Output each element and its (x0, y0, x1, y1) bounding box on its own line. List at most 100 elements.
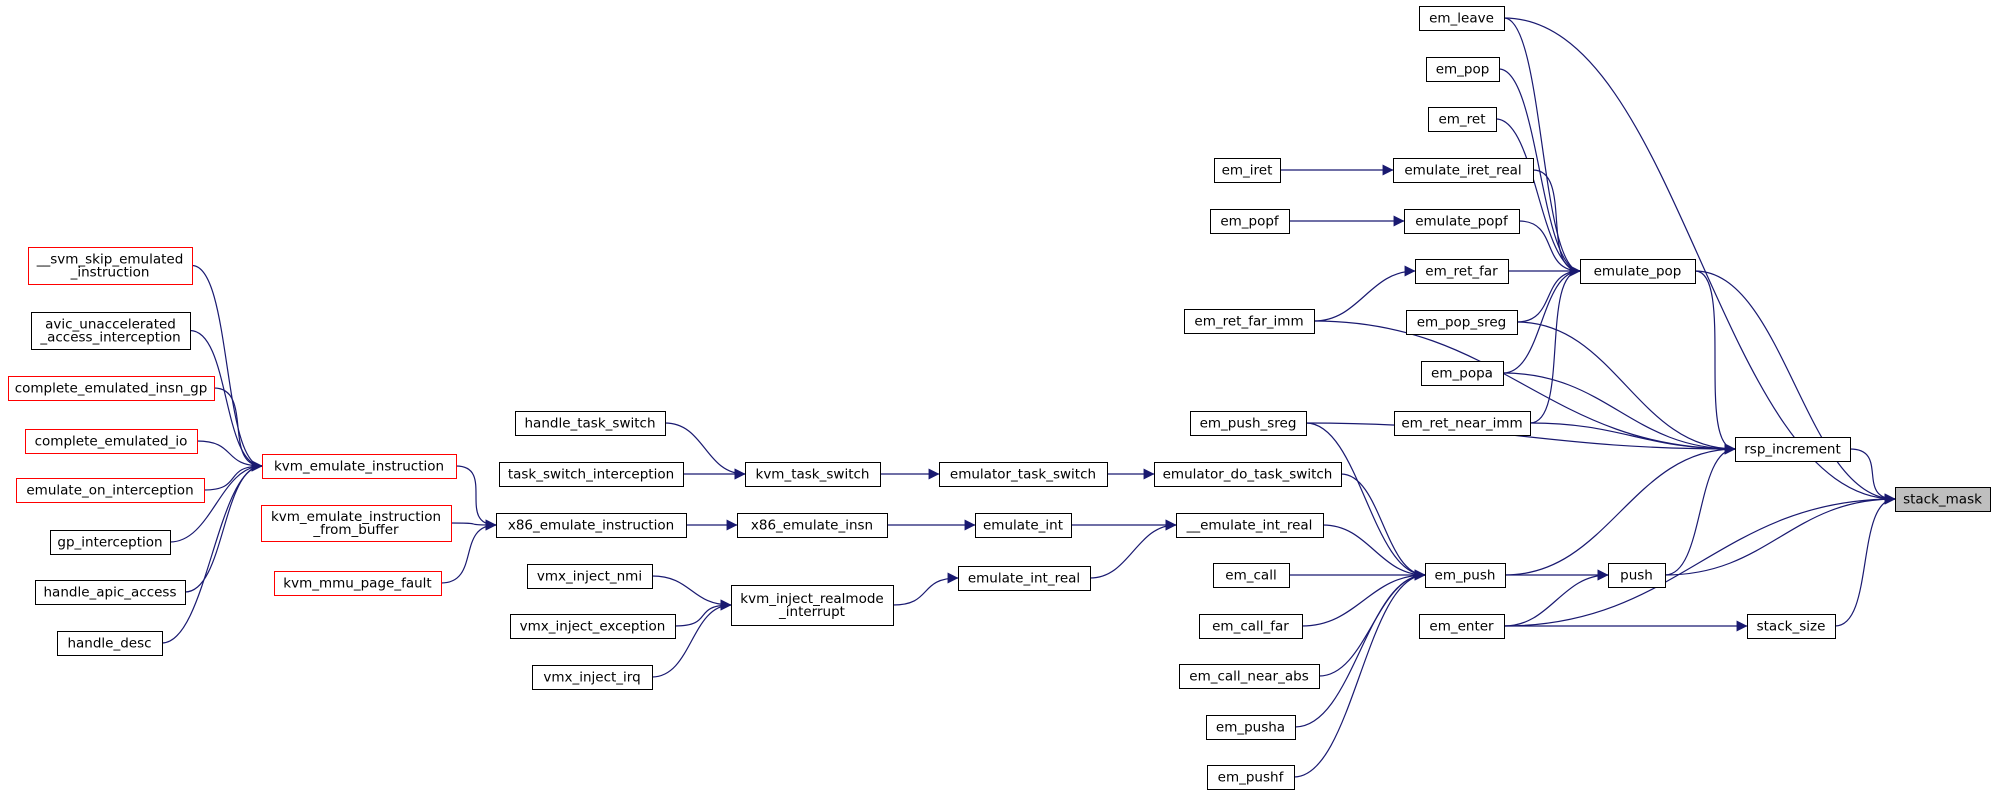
node-emulate-int-real[interactable]: __emulate_int_real (1176, 513, 1324, 538)
node-box (1199, 614, 1303, 639)
node-box (975, 513, 1072, 538)
node-label: _instruction (70, 265, 150, 281)
node-box (1176, 513, 1324, 538)
edge-em_call_far-to-em_push (1301, 569, 1426, 627)
node-emulate-int-real[interactable]: emulate_int_real (958, 566, 1091, 591)
node-em-call-near-abs[interactable]: em_call_near_abs (1179, 664, 1320, 689)
node-label: emulate_iret_real (1404, 163, 1521, 179)
node-label: em_call (1225, 568, 1276, 584)
node-handle-apic-access[interactable]: handle_apic_access (35, 580, 186, 605)
node-em-leave[interactable]: em_leave (1419, 6, 1505, 31)
node-label: _access_interception (39, 330, 180, 346)
node-em-popa[interactable]: em_popa (1421, 361, 1504, 386)
node-label: vmx_inject_exception (520, 619, 666, 635)
node-box (261, 505, 452, 542)
edge-push-to-rsp_increment (1664, 443, 1736, 576)
node-stack-mask[interactable]: stack_mask (1895, 487, 1991, 512)
node-task-switch-interception[interactable]: task_switch_interception (499, 462, 684, 487)
node-em-iret[interactable]: em_iret (1214, 158, 1281, 183)
node-em-pop-sreg[interactable]: em_pop_sreg (1406, 310, 1518, 335)
node-complete-emulated-insn-gp[interactable]: complete_emulated_insn_gp (8, 376, 215, 401)
node-gp-interception[interactable]: gp_interception (50, 530, 171, 555)
node-em-popf[interactable]: em_popf (1210, 209, 1290, 234)
node-label: handle_task_switch (524, 416, 655, 432)
node-emulate-iret-real[interactable]: emulate_iret_real (1393, 158, 1534, 183)
node-emulate-on-interception[interactable]: emulate_on_interception (16, 478, 205, 503)
node-kvm-task-switch[interactable]: kvm_task_switch (745, 462, 881, 487)
node-box (1206, 715, 1296, 740)
node-label: __emulate_int_real (1186, 518, 1313, 534)
node-label: em_iret (1222, 163, 1273, 179)
node-emulate-int[interactable]: emulate_int (975, 513, 1072, 538)
node-box (31, 312, 191, 350)
node-em-push[interactable]: em_push (1425, 563, 1506, 588)
node-em-ret-far-imm[interactable]: em_ret_far_imm (1184, 309, 1315, 334)
edge-handle_desc-to-kvm_emulate_instruction (161, 460, 263, 644)
node-rsp-increment[interactable]: rsp_increment (1735, 437, 1851, 462)
node-kvm-emulate-instruction[interactable]: kvm_emulate_instruction (262, 454, 457, 479)
node-box (1895, 487, 1991, 512)
node-svm-skip-emulated-instruction[interactable]: __svm_skip_emulated_instruction (28, 247, 193, 285)
node-emulator-task-switch[interactable]: emulator_task_switch (939, 462, 1108, 487)
edge-kvm_inject_realmode_interrupt-to-emulate_int_real (892, 572, 959, 606)
node-em-pusha[interactable]: em_pusha (1206, 715, 1296, 740)
node-em-pushf[interactable]: em_pushf (1207, 765, 1295, 790)
node-avic-unaccelerated-access-interception[interactable]: avic_unaccelerated_access_interception (31, 312, 191, 350)
node-box (527, 564, 653, 589)
node-em-ret[interactable]: em_ret (1428, 107, 1497, 132)
node-kvm-inject-realmode-interrupt[interactable]: kvm_inject_realmode_interrupt (731, 585, 894, 626)
node-x86-emulate-insn[interactable]: x86_emulate_insn (737, 513, 888, 538)
node-box (1735, 437, 1851, 462)
node-handle-desc[interactable]: handle_desc (57, 631, 163, 656)
node-box (939, 462, 1108, 487)
node-kvm-emulate-instruction-from-buffer[interactable]: kvm_emulate_instruction_from_buffer (261, 505, 452, 542)
edge-svm_skip_emulated_instruction-to-kvm_emulate_instruction (191, 264, 263, 472)
node-box (1210, 209, 1290, 234)
node-kvm-mmu-page-fault[interactable]: kvm_mmu_page_fault (274, 571, 442, 596)
node-label: __svm_skip_emulated (36, 252, 184, 268)
node-label: avic_unaccelerated (45, 317, 176, 333)
node-label: em_ret_far_imm (1194, 314, 1303, 330)
node-box (1419, 614, 1505, 639)
node-push[interactable]: push (1608, 563, 1666, 588)
node-label: em_leave (1429, 11, 1494, 27)
node-label: em_pusha (1216, 720, 1285, 736)
edge-__emulate_int_real-to-em_push (1322, 524, 1426, 581)
node-em-enter[interactable]: em_enter (1419, 614, 1505, 639)
node-em-ret-near-imm[interactable]: em_ret_near_imm (1394, 411, 1531, 436)
node-emulate-popf[interactable]: emulate_popf (1404, 209, 1520, 234)
node-vmx-inject-nmi[interactable]: vmx_inject_nmi (527, 564, 653, 589)
node-em-call[interactable]: em_call (1213, 563, 1290, 588)
node-stack-size[interactable]: stack_size (1747, 614, 1836, 639)
node-emulate-pop[interactable]: emulate_pop (1580, 259, 1696, 284)
node-label: complete_emulated_io (35, 434, 188, 450)
node-label: em_push (1435, 568, 1496, 584)
edge-emulate_pop-to-stack_mask (1694, 270, 1896, 505)
node-vmx-inject-exception[interactable]: vmx_inject_exception (510, 614, 676, 639)
node-x86-emulate-instruction[interactable]: x86_emulate_instruction (496, 513, 687, 538)
node-em-call-far[interactable]: em_call_far (1199, 614, 1303, 639)
node-box (1393, 158, 1534, 183)
node-label: em_popa (1431, 366, 1493, 382)
node-label: em_call_near_abs (1189, 669, 1308, 685)
node-em-pop[interactable]: em_pop (1426, 57, 1500, 82)
node-label: handle_desc (67, 636, 151, 652)
edge-stack_size-to-stack_mask (1834, 493, 1896, 627)
node-em-ret-far[interactable]: em_ret_far (1415, 259, 1509, 284)
edge-em_pop_sreg-to-rsp_increment (1516, 321, 1736, 455)
node-emulator-do-task-switch[interactable]: emulator_do_task_switch (1154, 462, 1342, 487)
node-handle-task-switch[interactable]: handle_task_switch (515, 411, 666, 436)
node-label: _interrupt (778, 604, 845, 620)
node-em-push-sreg[interactable]: em_push_sreg (1190, 411, 1307, 436)
node-box (35, 580, 186, 605)
node-vmx-inject-irq[interactable]: vmx_inject_irq (532, 665, 653, 690)
node-box (1421, 361, 1504, 386)
node-complete-emulated-io[interactable]: complete_emulated_io (25, 429, 198, 454)
node-box (1419, 6, 1505, 31)
node-box (1747, 614, 1836, 639)
edge-emulate_popf-to-emulate_pop (1518, 220, 1581, 277)
edge-em_leave-to-emulate_pop (1503, 17, 1581, 277)
node-box (50, 530, 171, 555)
edge-em_pop_sreg-to-emulate_pop (1516, 265, 1581, 323)
